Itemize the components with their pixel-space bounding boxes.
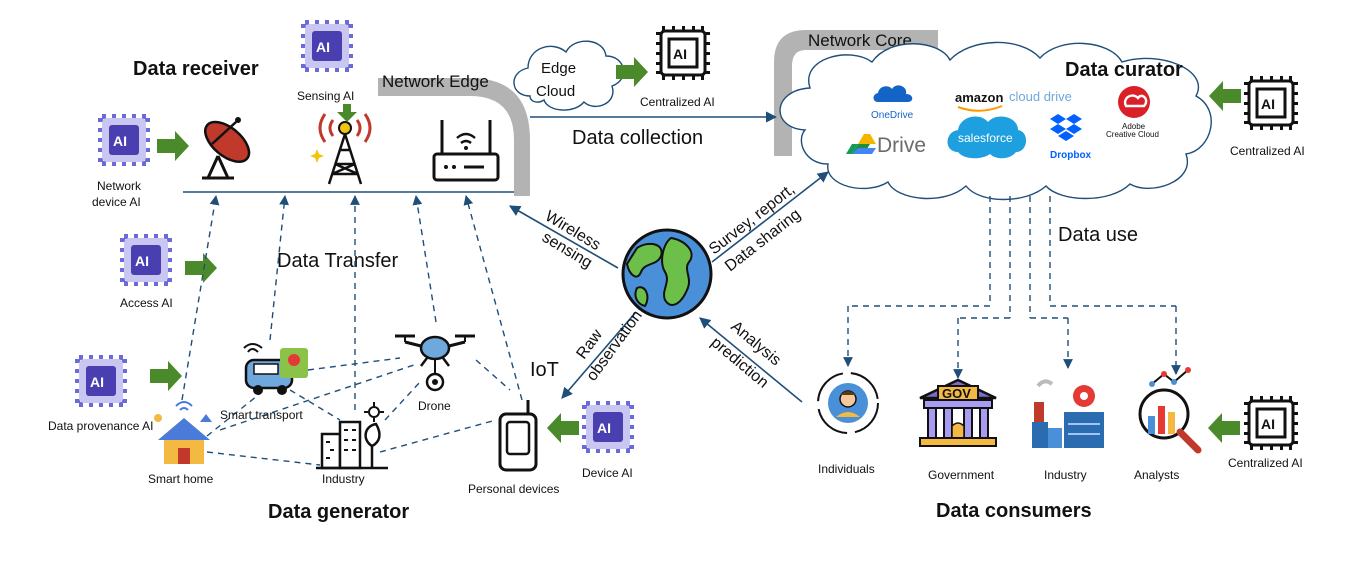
network-edge-label: Network Edge xyxy=(382,72,489,91)
data-use-lines xyxy=(848,196,1176,319)
industry-consumer-label: Industry xyxy=(1044,468,1087,482)
salesforce-text: salesforce xyxy=(958,131,1013,145)
sensing-ai-chip-text: AI xyxy=(316,39,330,55)
data-collection-label: Data collection xyxy=(572,127,703,149)
network-device-ai-label-1: Network xyxy=(97,179,142,193)
sensing-ai-label: Sensing AI xyxy=(297,89,354,103)
onedrive-text: OneDrive xyxy=(871,110,914,121)
analysts-icon xyxy=(1138,367,1202,454)
consumers-centralized-ai-chip-text: AI xyxy=(1261,416,1275,432)
edge-cloud: Edge Cloud xyxy=(513,40,624,111)
network-edge-band xyxy=(378,78,530,196)
network-core-band xyxy=(774,30,938,156)
network-device-ai-label-2: device AI xyxy=(92,195,141,209)
drone-icon xyxy=(395,334,475,392)
onedrive-logo: OneDrive xyxy=(871,85,914,121)
data-provenance-ai-chip-text: AI xyxy=(90,374,104,390)
network-core-label: Network Core xyxy=(808,31,912,50)
wireless-sensing-arrow xyxy=(509,205,619,269)
satellite-dish-icon xyxy=(202,117,251,180)
drive-text: Drive xyxy=(877,134,926,157)
edge-centralized-ai-label: Centralized AI xyxy=(640,95,715,109)
data-use-label: Data use xyxy=(1058,224,1138,246)
data-consumers-heading: Data consumers xyxy=(936,500,1092,522)
curator-ai-arrow xyxy=(1209,81,1241,111)
device-ai-label: Device AI xyxy=(582,466,633,480)
industry-generator-icon xyxy=(316,402,388,470)
data-provenance-ai-arrow xyxy=(150,361,182,391)
edge-cloud-label-2: Cloud xyxy=(536,83,575,100)
edge-centralized-ai-chip-text: AI xyxy=(673,46,687,62)
personal-devices-label: Personal devices xyxy=(468,482,559,496)
network-device-ai-chip-text: AI xyxy=(113,133,127,149)
individuals-label: Individuals xyxy=(818,462,875,476)
adobe-text-1: Adobe xyxy=(1122,122,1146,131)
router-icon xyxy=(432,120,500,182)
dropbox-logo: Dropbox xyxy=(1050,114,1092,161)
drone-label: Drone xyxy=(418,399,451,413)
salesforce-logo: salesforce xyxy=(947,116,1027,159)
iot-label: IoT xyxy=(530,359,559,381)
industry-consumer-icon xyxy=(1032,379,1104,448)
consumers-centralized-ai-label: Centralized AI xyxy=(1228,456,1303,470)
government-icon: GOV xyxy=(919,378,997,447)
amazon-text: amazon xyxy=(955,90,1003,105)
curator-centralized-ai-chip-text: AI xyxy=(1261,96,1275,112)
access-ai-arrow xyxy=(185,253,217,283)
dropbox-text: Dropbox xyxy=(1050,150,1092,161)
data-sharing-arrow xyxy=(711,171,829,263)
access-ai-chip-text: AI xyxy=(135,253,149,269)
google-drive-logo: Drive xyxy=(846,134,926,157)
smart-home-icon xyxy=(154,401,212,464)
curator-centralized-ai-label: Centralized AI xyxy=(1230,144,1305,158)
access-ai-label: Access AI xyxy=(120,296,173,310)
globe-icon xyxy=(621,228,713,320)
generator-mesh-lines xyxy=(206,357,511,466)
data-transfer-label: Data Transfer xyxy=(277,250,399,272)
edge-ai-arrow xyxy=(616,57,648,87)
industry-generator-label: Industry xyxy=(322,472,365,486)
smart-transport-label: Smart transport xyxy=(220,408,303,422)
data-curator-heading: Data curator xyxy=(1065,59,1183,81)
individuals-icon xyxy=(817,372,879,434)
data-receiver-heading: Data receiver xyxy=(133,58,259,80)
amazon-cloud-drive-logo: amazon cloud drive xyxy=(955,89,1072,112)
edge-cloud-label-1: Edge xyxy=(541,60,576,77)
network-device-ai-arrow xyxy=(157,131,189,161)
raw-observation-arrow xyxy=(561,311,637,399)
device-ai-chip-text: AI xyxy=(597,420,611,436)
smart-transport-icon xyxy=(243,343,308,395)
device-ai-arrow xyxy=(547,413,579,443)
data-use-arrows xyxy=(843,306,1181,379)
data-generator-heading: Data generator xyxy=(268,501,409,523)
government-label: Government xyxy=(928,468,995,482)
data-transfer-arrows xyxy=(181,195,523,410)
data-provenance-ai-label: Data provenance AI xyxy=(48,419,153,433)
adobe-text-2: Creative Cloud xyxy=(1106,130,1159,139)
analysis-prediction-arrow xyxy=(699,317,803,403)
smart-home-label: Smart home xyxy=(148,472,214,486)
gov-sign-text: GOV xyxy=(942,386,971,401)
analysts-label: Analysts xyxy=(1134,468,1179,482)
adobe-creative-cloud-logo: Adobe Creative Cloud xyxy=(1106,86,1159,139)
personal-device-icon xyxy=(498,400,538,472)
cloud-drive-text: cloud drive xyxy=(1009,89,1072,104)
cell-tower-icon xyxy=(310,113,372,185)
consumers-ai-arrow xyxy=(1208,413,1240,443)
sensing-ai-arrow xyxy=(337,104,357,122)
